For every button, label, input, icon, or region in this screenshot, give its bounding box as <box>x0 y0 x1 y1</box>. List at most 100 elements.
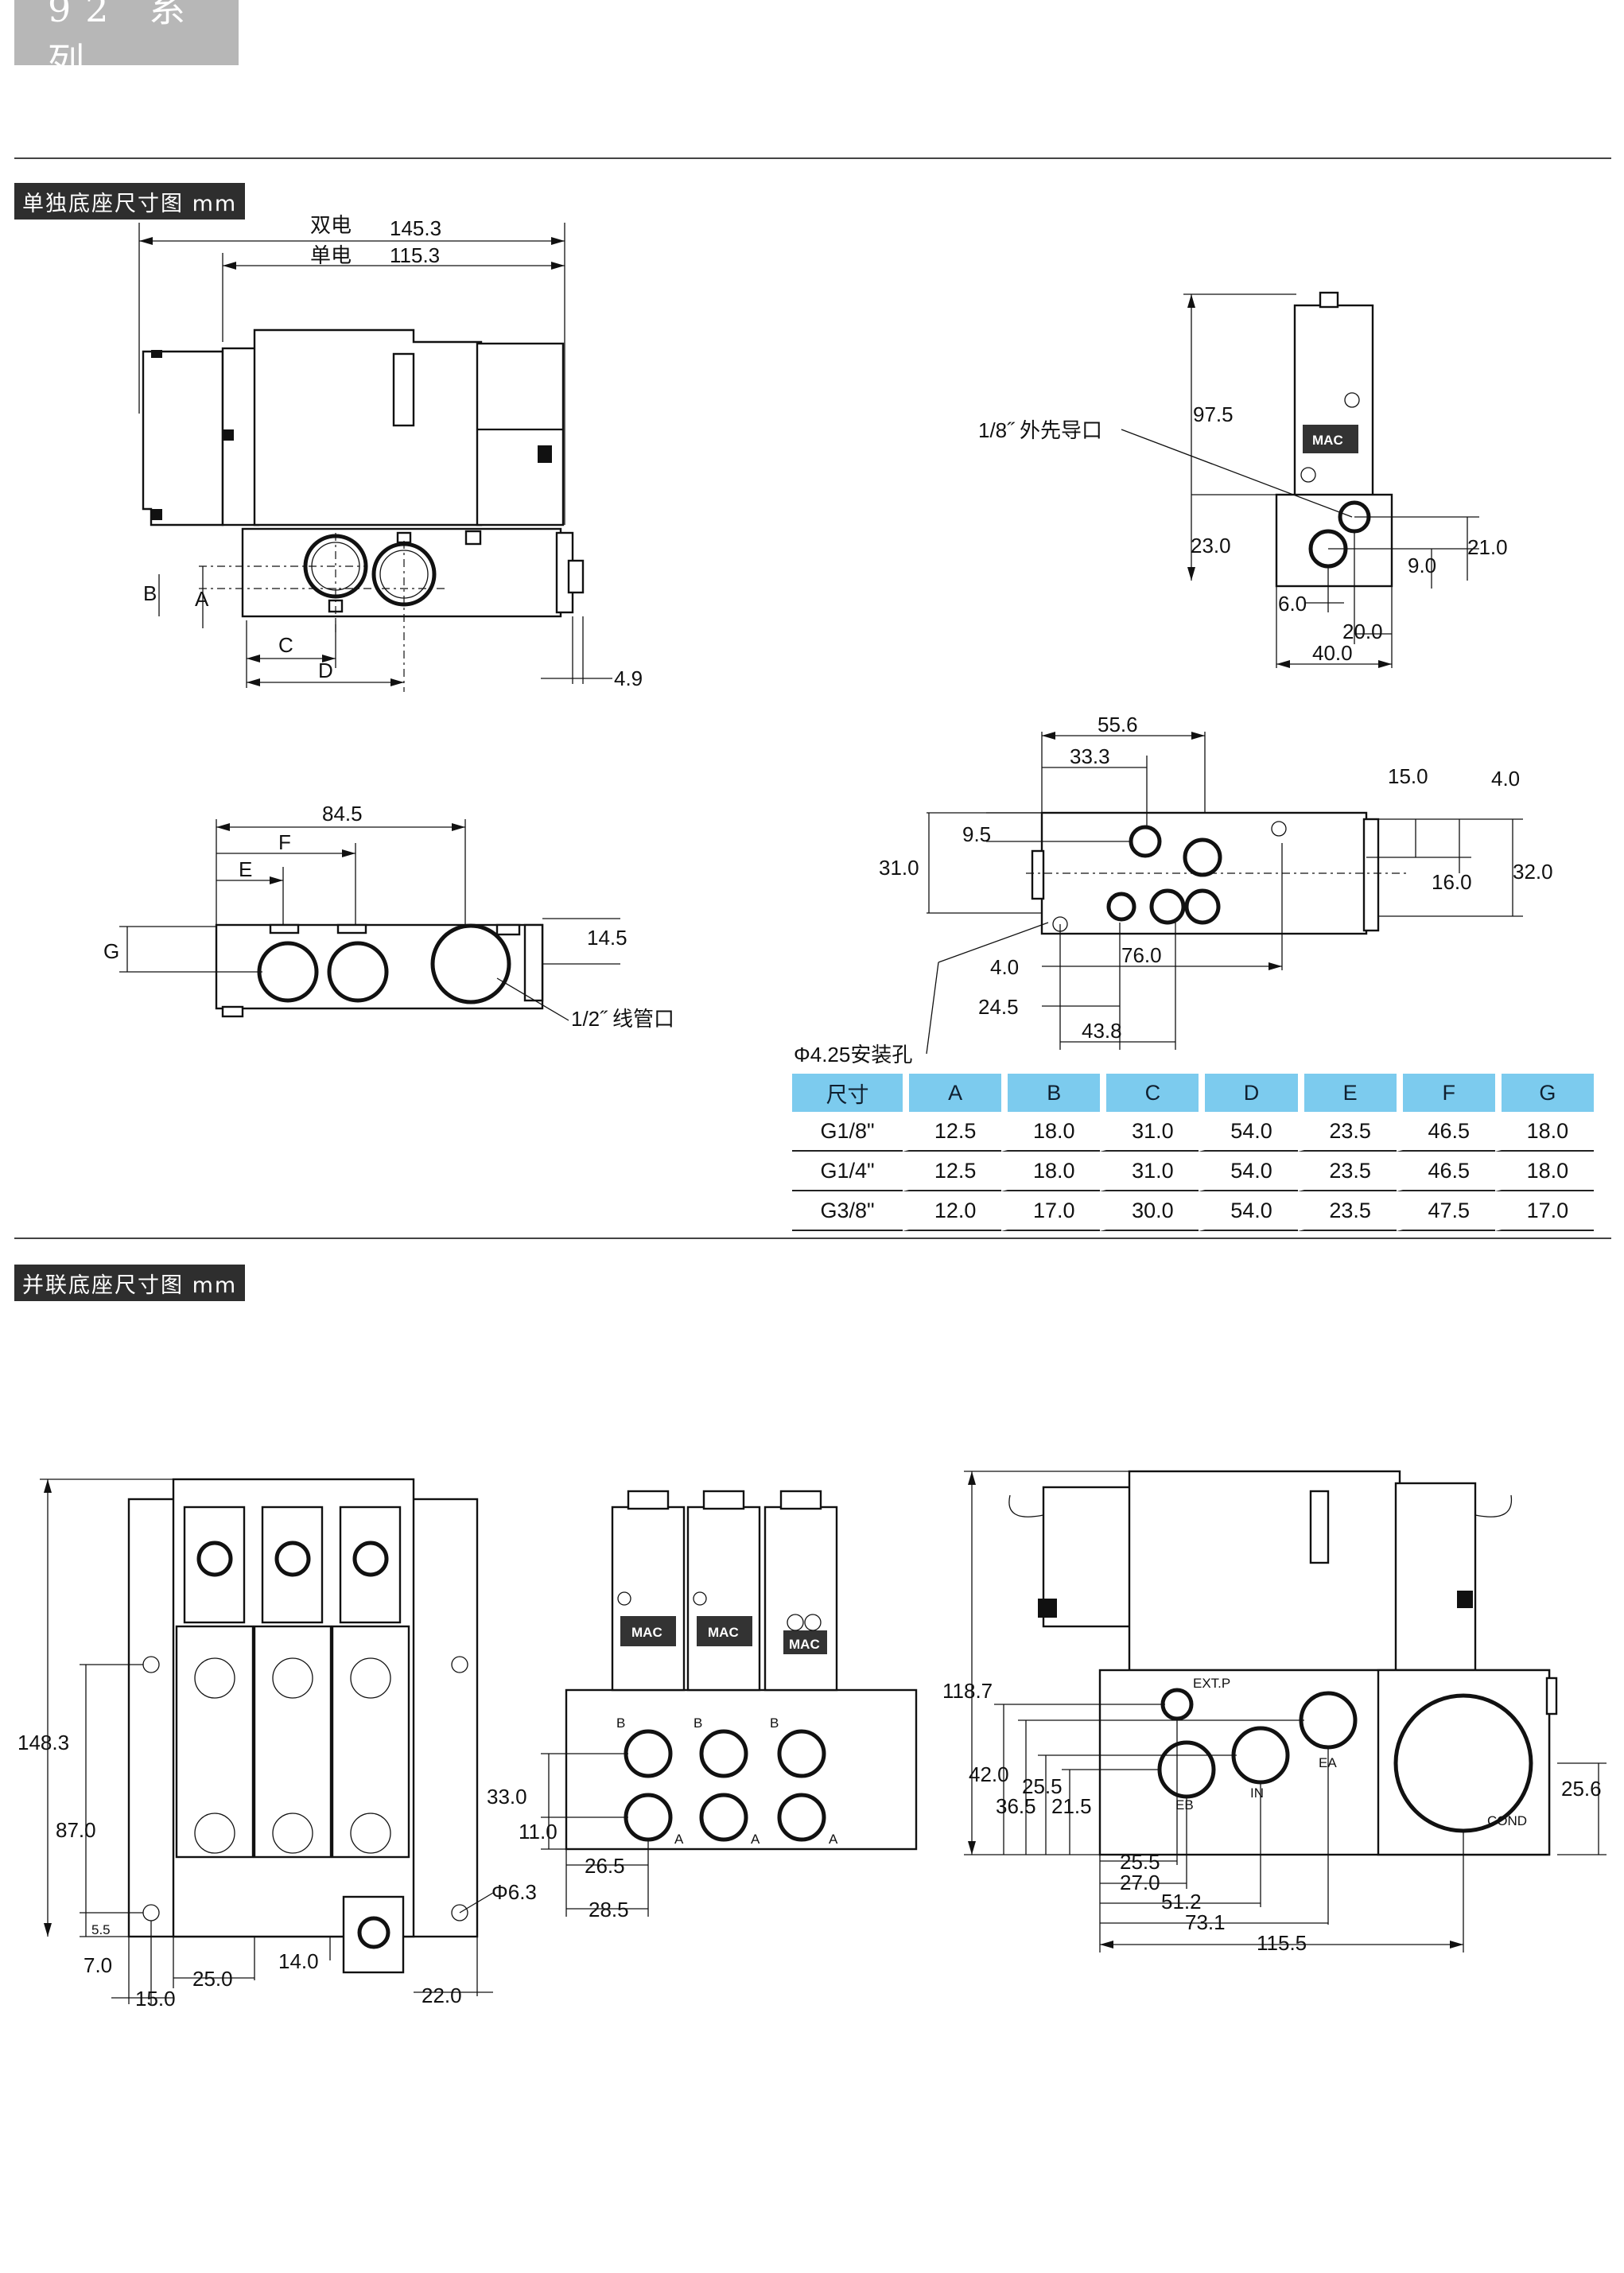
table-cell: 12.5 <box>903 1112 1002 1152</box>
mside-w3: 51.2 <box>1161 1890 1202 1914</box>
table-cell: 46.5 <box>1396 1152 1495 1191</box>
end-view-drawing: MAC 97.5 23.0 1/8˝ 外先导口 21.0 9.0 6.0 20.… <box>978 291 1508 668</box>
front-G: G <box>103 939 119 963</box>
table-cell: 54.0 <box>1199 1112 1298 1152</box>
table-cell: 23.5 <box>1297 1152 1397 1191</box>
mside-v4: 21.5 <box>1051 1794 1092 1818</box>
port-A-3: A <box>829 1832 838 1847</box>
manifold-front-drawing: MAC MAC MAC B B B A A A 33.0 11.0 26.5 2… <box>487 1490 918 1921</box>
mfold-w2: 15.0 <box>135 1987 176 2011</box>
top-d5: 9.5 <box>962 822 991 846</box>
top-d6: 31.0 <box>879 856 919 880</box>
top-d11: 24.5 <box>978 995 1019 1019</box>
section2-drawings: 148.3 87.0 5.5 7.0 25.0 15.0 14.0 22.0 Φ… <box>17 1470 1607 2011</box>
label-cond: COND <box>1487 1813 1527 1828</box>
mfront-w1: 26.5 <box>585 1854 625 1878</box>
top-d8: 32.0 <box>1513 860 1553 884</box>
top-d1: 55.6 <box>1098 713 1138 736</box>
dim-B: B <box>143 581 157 605</box>
manifold-side-drawing: EXT.P EA EB IN COND 118.7 42.0 25.5 36.5… <box>942 1470 1607 1955</box>
top-d3: 15.0 <box>1388 764 1428 788</box>
side-view-drawing: 双电 145.3 单电 115.3 B A C D <box>138 213 643 692</box>
table-cell: G1/8" <box>792 1112 903 1152</box>
table-cell: 54.0 <box>1199 1152 1298 1191</box>
table-cell: 23.5 <box>1297 1112 1397 1152</box>
mside-v5: 25.6 <box>1561 1777 1602 1801</box>
mfold-w1: 25.0 <box>192 1967 233 1991</box>
table-header-cell: C <box>1100 1074 1199 1112</box>
section1-drawings: 双电 145.3 单电 115.3 B A C D <box>103 213 1553 1066</box>
table-cell: 46.5 <box>1396 1112 1495 1152</box>
mac-logo-4: MAC <box>789 1637 820 1652</box>
table-cell: 23.5 <box>1297 1191 1397 1231</box>
dim-A: A <box>195 587 209 611</box>
mfront-w2: 28.5 <box>589 1898 629 1921</box>
dim-right: 4.9 <box>614 666 643 690</box>
dim-C: C <box>278 633 293 657</box>
mside-v1: 42.0 <box>969 1762 1009 1786</box>
top-view-drawing: 55.6 33.3 15.0 4.0 9.5 31.0 16.0 32.0 4.… <box>794 713 1553 1066</box>
top-d12: 43.8 <box>1082 1019 1122 1043</box>
table-row: G3/8" 12.0 17.0 30.0 54.0 23.5 47.5 17.0 <box>792 1191 1594 1231</box>
mac-logo-1: MAC <box>1312 433 1343 448</box>
end-b1: 6.0 <box>1278 592 1307 616</box>
mside-w4: 73.1 <box>1185 1910 1226 1934</box>
top-d4: 4.0 <box>1491 767 1520 791</box>
table-row: G1/8" 12.5 18.0 31.0 54.0 23.5 46.5 18.0 <box>792 1112 1594 1152</box>
mfold-h2: 87.0 <box>56 1818 96 1842</box>
mfront-h1: 33.0 <box>487 1785 527 1809</box>
mid-rule <box>14 1238 1611 1239</box>
mfold-h4: 7.0 <box>84 1953 112 1977</box>
top-d9: 4.0 <box>990 955 1019 979</box>
end-h: 97.5 <box>1193 402 1234 426</box>
table-cell: 30.0 <box>1100 1191 1199 1231</box>
table-cell: 18.0 <box>1494 1112 1594 1152</box>
end-b2: 20.0 <box>1342 620 1383 643</box>
mside-v2: 25.5 <box>1022 1774 1063 1798</box>
table-cell: 31.0 <box>1100 1112 1199 1152</box>
top-d10: 76.0 <box>1121 943 1162 967</box>
front-r: 14.5 <box>587 926 627 950</box>
end-b3: 40.0 <box>1312 641 1353 665</box>
mfold-hole: Φ6.3 <box>491 1880 537 1904</box>
series-tag: 92 系 列 <box>14 0 239 83</box>
table-row: G1/4" 12.5 18.0 31.0 54.0 23.5 46.5 18.0 <box>792 1152 1594 1191</box>
mside-w5: 115.5 <box>1257 1931 1307 1955</box>
end-r2: 9.0 <box>1408 554 1436 577</box>
port-B-3: B <box>770 1715 779 1731</box>
mac-logo-2: MAC <box>631 1625 662 1640</box>
front-F: F <box>278 830 291 854</box>
table-cell: 18.0 <box>1001 1152 1101 1191</box>
table-cell: 17.0 <box>1494 1191 1594 1231</box>
mside-h: 118.7 <box>942 1679 993 1703</box>
port-B-1: B <box>616 1715 625 1731</box>
label-in: IN <box>1250 1785 1264 1801</box>
mfold-h1: 148.3 <box>17 1731 69 1754</box>
table-header-cell: E <box>1297 1074 1397 1112</box>
mfold-w3: 14.0 <box>278 1949 319 1973</box>
mside-w1: 25.5 <box>1120 1850 1160 1874</box>
label-eb: EB <box>1175 1797 1194 1813</box>
port-A-2: A <box>751 1832 760 1847</box>
series-title: 92 系 列 <box>48 0 200 83</box>
table-cell: 12.0 <box>903 1191 1002 1231</box>
port-B-2: B <box>694 1715 702 1731</box>
dimension-table: 尺寸 A B C D E F G G1/8" 12.5 18.0 31.0 54… <box>792 1074 1594 1231</box>
mounting-hole-label: Φ4.25安装孔 <box>794 1043 912 1066</box>
single-label: 单电 <box>310 243 352 267</box>
single-value: 115.3 <box>390 243 440 267</box>
mac-logo-3: MAC <box>708 1625 739 1640</box>
manifold-top-drawing: 148.3 87.0 5.5 7.0 25.0 15.0 14.0 22.0 Φ… <box>17 1478 537 2011</box>
port-A-1: A <box>674 1832 684 1847</box>
table-header-cell: F <box>1396 1074 1495 1112</box>
table-header-cell: D <box>1199 1074 1298 1112</box>
section1-title: 单独底座尺寸图 mm <box>14 183 246 220</box>
table-header-row: 尺寸 A B C D E F G <box>792 1074 1594 1112</box>
double-label: 双电 <box>310 213 352 237</box>
table-cell: 18.0 <box>1494 1152 1594 1191</box>
table-header-cell: G <box>1494 1074 1594 1112</box>
top-rule <box>14 157 1611 159</box>
mfold-w4: 22.0 <box>422 1984 462 2007</box>
front-w: 84.5 <box>322 802 363 826</box>
end-r1: 21.0 <box>1467 535 1508 559</box>
